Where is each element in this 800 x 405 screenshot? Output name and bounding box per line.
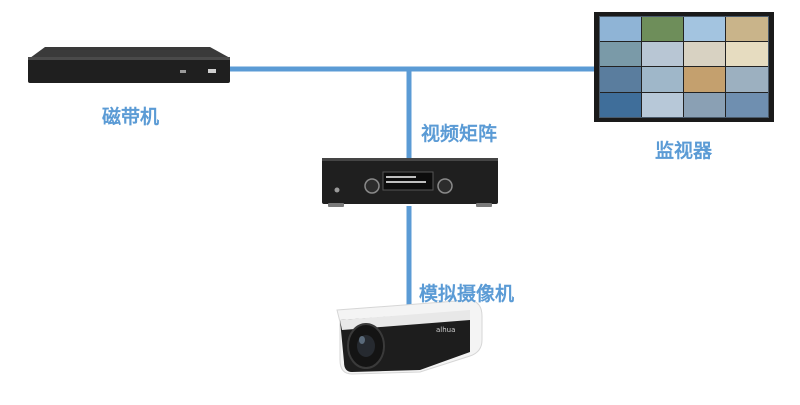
analog-camera-label: 模拟摄像机 [419,283,515,305]
monitor-label: 监视器 [655,140,713,162]
tape-recorder-device [28,47,230,83]
tape-recorder-label: 磁带机 [102,106,160,128]
camera-brand-logo: alhua [436,326,456,334]
video-matrix-device [322,158,498,207]
analog-camera-device [336,299,483,375]
monitor-device [594,12,774,122]
video-matrix-label: 视频矩阵 [421,123,498,145]
